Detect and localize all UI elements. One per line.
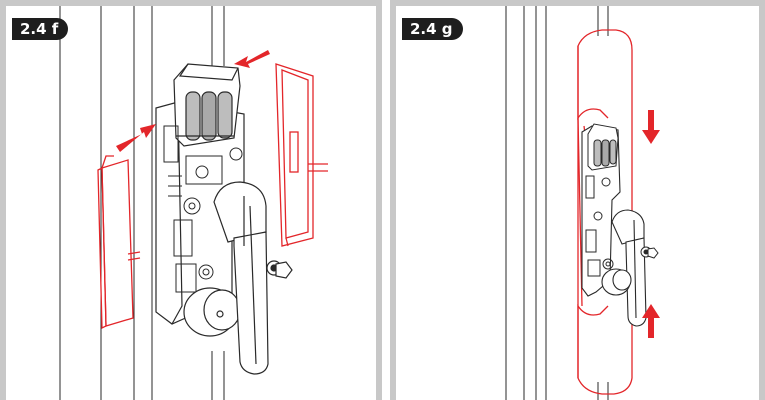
battery-pack (173, 63, 241, 147)
window-handle (611, 209, 647, 327)
arrow-down (642, 110, 660, 144)
step-panel-2-4-f: 2.4 f (0, 0, 382, 400)
left-cover-red (97, 155, 141, 330)
door-frame-lines (505, 6, 609, 400)
step-label-g: 2.4 g (402, 18, 463, 40)
illustration-attach-cover (505, 6, 660, 400)
door-frame-lines (59, 6, 225, 400)
panel-g-canvas: 2.4 g (396, 6, 759, 400)
mechanism-details (163, 125, 243, 293)
lock-cylinder-hub (601, 268, 632, 296)
key (266, 260, 293, 279)
right-cover-red (275, 63, 328, 247)
battery-pack (587, 123, 619, 171)
panel-f-canvas: 2.4 f (6, 6, 376, 400)
lock-cylinder-hub (183, 287, 241, 337)
step-panel-2-4-g: 2.4 g (390, 0, 765, 400)
red-arrows (642, 110, 660, 338)
window-handle (213, 181, 269, 375)
step-label-f: 2.4 f (12, 18, 69, 40)
mechanism-details (585, 175, 614, 277)
arrow-up (642, 304, 660, 338)
arrow-right-up (116, 124, 156, 152)
illustration-remove-covers (59, 6, 328, 400)
arrow-left-down (234, 50, 270, 68)
key (640, 246, 659, 259)
red-arrows (116, 50, 270, 152)
